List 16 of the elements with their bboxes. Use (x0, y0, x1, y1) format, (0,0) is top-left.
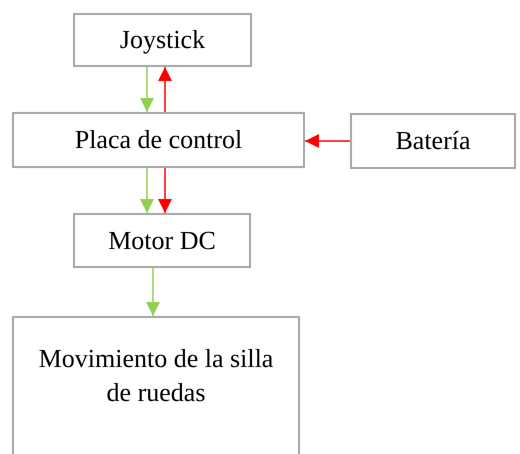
arrow (305, 134, 350, 148)
arrow (140, 67, 154, 112)
arrow (158, 67, 172, 112)
arrow (146, 268, 160, 316)
box-label: Movimiento de la silla de ruedas (38, 343, 274, 409)
process-box (350, 113, 516, 169)
arrow (140, 168, 154, 213)
box-label: Batería (395, 125, 471, 158)
box-label: Joystick (120, 24, 206, 56)
process-box (73, 213, 251, 268)
process-box (12, 316, 300, 454)
process-box (73, 13, 252, 67)
process-box (12, 112, 305, 168)
box-label: Placa de control (74, 124, 242, 156)
box-label: Motor DC (108, 224, 216, 257)
arrow (158, 168, 172, 213)
